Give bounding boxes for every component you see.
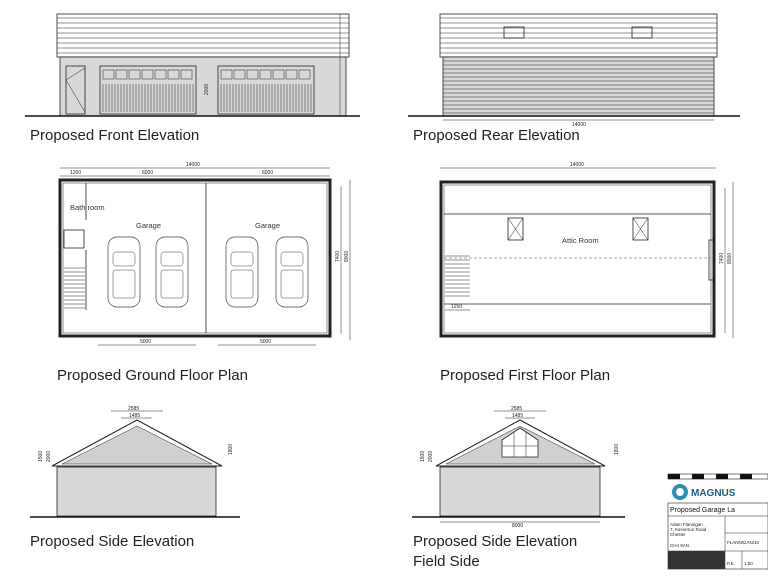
client-address-1: 7, Kinnerton Road xyxy=(670,527,707,532)
rear-elevation-caption: Proposed Rear Elevation xyxy=(413,127,580,144)
dim-1485: 1485 xyxy=(512,413,523,419)
client-address-2: Chester xyxy=(670,532,686,537)
room-bath: Bath room xyxy=(70,203,105,212)
dim-1500: 1500 xyxy=(38,451,44,462)
room-garage-right: Garage xyxy=(255,221,280,230)
rear-elevation: 14000 Proposed Rear Elevation xyxy=(408,13,740,144)
roof xyxy=(439,13,718,58)
staircase xyxy=(64,267,85,309)
cupboard xyxy=(63,229,85,249)
dim-6000b: 6000 xyxy=(262,170,273,176)
outer-wall xyxy=(439,180,716,338)
rooflight-right xyxy=(631,26,653,39)
dim-5000a: 5000 xyxy=(140,339,151,345)
field-side-caption-2: Field Side xyxy=(413,553,480,570)
room-garage-left: Garage xyxy=(136,221,161,230)
car-icon xyxy=(225,236,259,308)
rear-wall xyxy=(442,56,715,117)
dim-7400: 7400 xyxy=(335,251,341,262)
dim-5000b: 5000 xyxy=(260,339,271,345)
car-icon xyxy=(107,236,141,308)
gable-window xyxy=(501,427,539,458)
dim-2000: 2000 xyxy=(428,451,434,462)
ground-floor-plan: 14000 1200 6000 6000 Bath room Garage Ga… xyxy=(57,162,351,384)
front-elevation-caption: Proposed Front Elevation xyxy=(30,127,199,144)
door-height-dim: 2000 xyxy=(204,84,210,95)
dim-1800: 1800 xyxy=(614,444,620,455)
car-icon xyxy=(155,236,189,308)
client-name: Adam Flannigan xyxy=(670,522,703,527)
drawn-by: P.E. xyxy=(727,561,735,566)
outer-wall xyxy=(58,178,332,338)
dim-8000: 8000 xyxy=(727,253,733,264)
gable-window xyxy=(708,239,716,281)
first-floor-caption: Proposed First Floor Plan xyxy=(440,367,610,384)
rooflight-left xyxy=(507,217,524,241)
title-block: MAGNUS Proposed Garage La Adam Flannigan… xyxy=(667,473,768,570)
dim-6000a: 6000 xyxy=(142,170,153,176)
side-elevation: 2585 1485 1500 2000 1800 Proposed Side E… xyxy=(30,406,240,550)
front-elevation: 2000 Proposed Front Elevation xyxy=(25,13,360,144)
dim-1800: 1800 xyxy=(228,444,234,455)
garage-door-right xyxy=(217,65,315,115)
car-icon xyxy=(275,236,309,308)
dim-1485: 1485 xyxy=(129,413,140,419)
dim-1250: 1250 xyxy=(451,304,462,310)
dim-2585: 2585 xyxy=(511,406,522,412)
dim-2000: 2000 xyxy=(46,451,52,462)
rooflight-left xyxy=(503,26,525,39)
dim-1500: 1500 xyxy=(420,451,426,462)
side-elevation-caption: Proposed Side Elevation xyxy=(30,533,194,550)
ground-floor-caption: Proposed Ground Floor Plan xyxy=(57,367,248,384)
scale: 1:50 xyxy=(744,561,753,566)
dim-8000: 8000 xyxy=(344,251,350,262)
staircase xyxy=(445,255,470,297)
dim-8000: 8000 xyxy=(512,523,523,529)
drawing-number: FLANNIGAN/10 xyxy=(727,540,760,545)
rooflight-right xyxy=(632,217,649,241)
garage-door-left xyxy=(99,65,197,115)
roof-tiles xyxy=(57,17,349,54)
roof xyxy=(56,13,350,58)
room-attic: Attic Room xyxy=(562,236,599,245)
front-wall xyxy=(59,56,347,117)
field-side-caption-1: Proposed Side Elevation xyxy=(413,533,577,550)
client-postcode: CH4 9AN xyxy=(670,543,689,548)
rear-width-dim: 14000 xyxy=(572,122,586,128)
side-elevation-field: 2585 1485 1500 2000 1800 8000 Proposed S… xyxy=(412,406,625,570)
dim-2585: 2585 xyxy=(128,406,139,412)
dim-1200: 1200 xyxy=(70,170,81,176)
drawing-title: Proposed Garage La xyxy=(670,507,735,514)
first-floor-plan: 14000 Attic Room 1250 7400 8000 Proposed… xyxy=(439,162,734,384)
dim-7400: 7400 xyxy=(719,253,725,264)
side-door xyxy=(65,65,86,115)
dim-overall: 14000 xyxy=(186,162,200,168)
logo-text: MAGNUS xyxy=(691,488,736,499)
dim-overall: 14000 xyxy=(570,162,584,168)
